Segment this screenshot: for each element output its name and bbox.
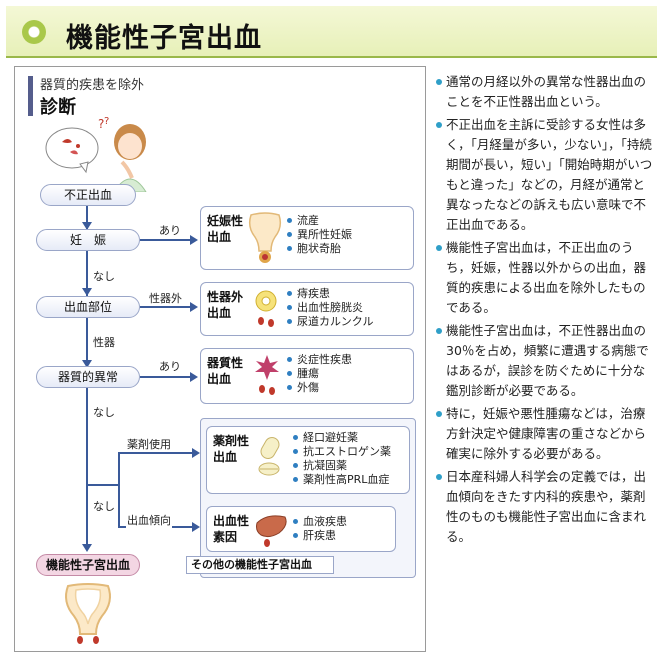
svg-text:?: ?	[104, 116, 109, 127]
result-items: 流産 異所性妊娠 胞状奇胎	[287, 214, 352, 256]
connector-line	[118, 452, 120, 528]
title-bar: 機能性子宮出血	[6, 6, 657, 58]
edge-label-no-pregnancy: なし	[92, 268, 116, 284]
result-pregnancy-bleeding: 妊娠性 出血 流産 異所性妊娠 胞状奇胎	[200, 206, 414, 270]
notes-column: 通常の月経以外の異常な性器出血のことを不正性器出血という。 不正出血を主訴に受診…	[434, 72, 656, 550]
connector-line	[140, 239, 192, 241]
uterus-icon	[65, 583, 111, 644]
edge-label-yes-organic: あり	[158, 358, 182, 374]
result-drug-bleeding: 薬剤性 出血 経口避妊薬 抗エストロゲン薬 抗凝固薬 薬剤性高PRL血症	[206, 426, 410, 494]
diagnosis-label: 診断	[40, 97, 76, 118]
edge-label-yes-pregnancy: あり	[158, 222, 182, 238]
edge-label-bleeding-tendency: 出血傾向	[126, 512, 172, 528]
note-item: 機能性子宮出血は，不正性器出血の30％を占め，頻繁に遭遇する病態ではあるが，誤診…	[434, 321, 656, 401]
result-title: 妊娠性 出血	[207, 214, 244, 244]
list-item: 経口避妊薬	[293, 431, 391, 445]
connector-arrow	[82, 360, 92, 368]
page-title: 機能性子宮出血	[66, 23, 262, 54]
edge-label-no-organic: なし	[92, 404, 116, 420]
note-item: 不正出血を主訴に受診する女性は多く，「月経量が多い，少ない」，「持続期間が長い，…	[434, 115, 656, 235]
subheading-bar	[28, 76, 33, 116]
subheading: 器質的疾患を除外	[40, 78, 145, 93]
result-items: 炎症性疾患 腫瘍 外傷	[287, 353, 352, 395]
connector-line	[88, 484, 120, 486]
node-pregnancy: 妊 娠	[36, 229, 140, 251]
list-item: 出血性膀胱炎	[287, 301, 373, 315]
node-bleeding-site: 出血部位	[36, 296, 140, 318]
node-organic-abnormality: 器質的異常	[36, 366, 140, 388]
connector-arrow	[192, 522, 200, 532]
connector-arrow	[82, 222, 92, 230]
list-item: 腫瘍	[287, 367, 352, 381]
liver-icon	[256, 515, 287, 547]
list-item: 外傷	[287, 381, 352, 395]
edge-label-genital: 性器	[92, 334, 116, 350]
list-item: 胞状奇胎	[287, 242, 352, 256]
connector-arrow	[190, 235, 198, 245]
result-title: 薬剤性 出血	[213, 434, 250, 464]
flowchart-frame	[14, 66, 426, 652]
note-item: 日本産科婦人科学会の定義では，出血傾向をきたす内科的疾患や，薬剤性のものも機能性…	[434, 467, 656, 547]
list-item: 尿道カルンクル	[287, 315, 373, 329]
list-item: 薬剤性高PRL血症	[293, 473, 391, 487]
svg-text:?: ?	[98, 117, 104, 131]
connector-arrow	[82, 288, 92, 296]
result-bleeding-diathesis: 出血性 素因 血液疾患 肝疾患	[206, 506, 396, 552]
list-item: 血液疾患	[293, 515, 347, 529]
result-organic-bleeding: 器質性 出血 炎症性疾患 腫瘍 外傷	[200, 348, 414, 404]
edge-label-drug-use: 薬剤使用	[126, 436, 172, 452]
connector-arrow	[82, 544, 92, 552]
pill-icon	[258, 437, 280, 476]
result-items: 血液疾患 肝疾患	[293, 515, 347, 543]
result-title: 器質性 出血	[207, 356, 244, 386]
list-item: 異所性妊娠	[287, 228, 352, 242]
result-title: 出血性 素因	[213, 514, 250, 544]
organ-icon	[255, 290, 277, 327]
result-title: 性器外 出血	[207, 290, 244, 320]
title-bullet-icon	[22, 20, 46, 44]
connector-arrow	[190, 302, 198, 312]
result-extragenital-bleeding: 性器外 出血 痔疾患 出血性膀胱炎 尿道カルンクル	[200, 282, 414, 336]
connector-line	[118, 452, 194, 454]
patient-illustration: ? ?	[45, 116, 147, 192]
connector-line	[140, 376, 192, 378]
note-item: 通常の月経以外の異常な性器出血のことを不正性器出血という。	[434, 72, 656, 112]
result-items: 痔疾患 出血性膀胱炎 尿道カルンクル	[287, 287, 373, 329]
list-item: 炎症性疾患	[287, 353, 352, 367]
note-item: 特に，妊娠や悪性腫瘍などは，治療方針決定や健康障害の重さなどから確実に除外する必…	[434, 404, 656, 464]
node-irregular-bleeding: 不正出血	[40, 184, 136, 206]
list-item: 痔疾患	[287, 287, 373, 301]
list-item: 肝疾患	[293, 529, 347, 543]
uterus-pregnancy-icon	[248, 212, 282, 263]
edge-label-extragenital: 性器外	[148, 290, 183, 306]
node-functional-uterine-bleeding: 機能性子宮出血	[36, 554, 140, 576]
connector-arrow	[192, 448, 200, 458]
note-item: 機能性子宮出血は，不正出血のうち，妊娠，性器以外からの出血，器質的疾患による出血…	[434, 238, 656, 318]
list-item: 流産	[287, 214, 352, 228]
list-item: 抗エストロゲン薬	[293, 445, 391, 459]
connector-line	[86, 526, 88, 548]
other-group-label: その他の機能性子宮出血	[186, 556, 334, 574]
lesion-icon	[255, 355, 279, 395]
connector-line	[140, 306, 192, 308]
connector-arrow	[190, 372, 198, 382]
result-items: 経口避妊薬 抗エストロゲン薬 抗凝固薬 薬剤性高PRL血症	[293, 431, 391, 487]
edge-label-no-drug: なし	[92, 498, 116, 514]
list-item: 抗凝固薬	[293, 459, 391, 473]
